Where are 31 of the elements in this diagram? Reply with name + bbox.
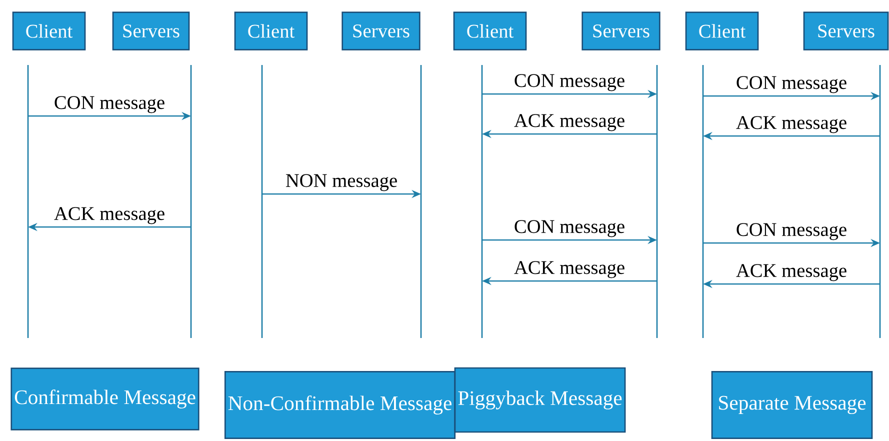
caption-box: Non-Confirmable Message — [224, 370, 456, 439]
header-box: Servers — [582, 12, 660, 50]
lifeline — [261, 64, 263, 339]
edge-label: ACK message — [52, 206, 166, 226]
caption-box: Separate Message — [711, 370, 873, 439]
header-box: Client — [234, 12, 308, 50]
edge-label: CON message — [734, 222, 848, 242]
lifeline — [27, 64, 29, 339]
header-box: Servers — [803, 12, 889, 50]
edge-label: NON message — [284, 172, 399, 192]
header-box: Client — [453, 12, 527, 50]
edge-label: ACK message — [734, 262, 848, 282]
edge-label: ACK message — [512, 260, 626, 280]
edge-label: CON message — [512, 72, 626, 92]
header-box: Servers — [112, 12, 190, 50]
edge-label: ACK message — [734, 114, 848, 134]
lifeline — [420, 64, 422, 339]
edge-label: CON message — [52, 94, 166, 114]
lifeline — [702, 64, 704, 339]
caption-box: Piggyback Message — [454, 367, 626, 433]
caption-box: Confirmable Message — [10, 368, 200, 430]
lifeline — [190, 64, 192, 339]
lifeline — [481, 64, 483, 339]
lifeline — [879, 64, 881, 339]
edge-label: ACK message — [512, 112, 626, 132]
lifeline — [656, 64, 658, 339]
edge-label: CON message — [512, 218, 626, 238]
header-box: Client — [12, 12, 86, 50]
edge-label: CON message — [734, 74, 848, 94]
header-box: Client — [685, 12, 759, 50]
header-box: Servers — [342, 12, 420, 50]
